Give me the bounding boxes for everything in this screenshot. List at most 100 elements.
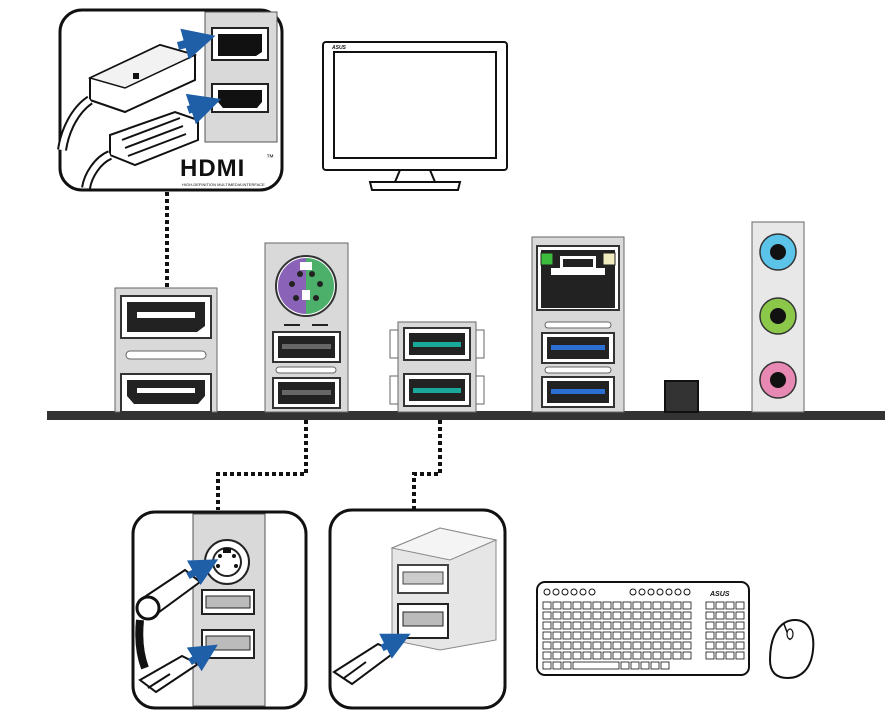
audio-line-in-jack <box>759 233 797 271</box>
keyboard-key <box>562 601 572 610</box>
keyboard-key <box>652 621 662 630</box>
io-panel-baseline <box>47 411 885 420</box>
usb31-port-top <box>403 327 471 361</box>
keyboard-key <box>572 641 582 650</box>
media-key <box>561 588 569 596</box>
callout-usb-port-top <box>201 589 255 615</box>
keyboard-key <box>662 631 672 640</box>
audio-mic-jack <box>759 361 797 399</box>
keyboard-icon: ASUS <box>536 581 750 676</box>
keyboard-key <box>632 651 642 660</box>
numpad-key <box>735 621 745 630</box>
keyboard-key <box>652 611 662 620</box>
usb31-port-bottom <box>403 373 471 407</box>
keyboard-key <box>592 651 602 660</box>
callout-displayport-port <box>211 27 269 61</box>
keyboard-key <box>682 651 692 660</box>
media-key <box>683 588 691 596</box>
keyboard-key <box>642 631 652 640</box>
keyboard-key <box>640 661 650 670</box>
numpad-key <box>725 641 735 650</box>
keyboard-key <box>572 601 582 610</box>
usb3-port-top <box>541 332 615 364</box>
keyboard-key <box>572 661 620 670</box>
keyboard-key <box>612 651 622 660</box>
keyboard-key <box>542 651 552 660</box>
keyboard-key <box>562 661 572 670</box>
keyboard-key <box>612 621 622 630</box>
media-key <box>579 588 587 596</box>
numpad-key <box>725 611 735 620</box>
keyboard-key <box>552 651 562 660</box>
callout-usb-arrow-left <box>186 644 218 672</box>
keyboard-key <box>632 621 642 630</box>
keyboard-key <box>682 631 692 640</box>
keyboard-key <box>592 621 602 630</box>
numpad-key <box>735 651 745 660</box>
keyboard-key <box>602 651 612 660</box>
usb-callout-connector <box>412 420 442 510</box>
keyboard-key <box>662 611 672 620</box>
usb3-port-bottom <box>541 376 615 408</box>
callout-dp-arrow <box>176 28 216 60</box>
numpad-key <box>715 641 725 650</box>
keyboard-key <box>592 611 602 620</box>
keyboard-key <box>552 631 562 640</box>
keyboard-key <box>622 631 632 640</box>
media-key <box>647 588 655 596</box>
keyboard-key <box>652 641 662 650</box>
keyboard-key <box>602 601 612 610</box>
keyboard-key <box>642 651 652 660</box>
keyboard-key <box>682 601 692 610</box>
ps2-usb-callout <box>131 510 308 710</box>
keyboard-key <box>552 611 562 620</box>
displayport-hdmi-module <box>114 287 218 413</box>
keyboard-key <box>672 601 682 610</box>
keyboard-key <box>552 621 562 630</box>
keyboard-key <box>672 611 682 620</box>
keyboard-key <box>562 611 572 620</box>
optical-spdif-port <box>664 380 699 413</box>
media-key <box>570 588 578 596</box>
keyboard-key <box>542 661 552 670</box>
keyboard-key <box>542 601 552 610</box>
keyboard-key <box>662 651 672 660</box>
keyboard-key <box>652 601 662 610</box>
hdmi-callout: HDMI ™ HIGH-DEFINITION MULTIMEDIA INTERF… <box>57 8 284 192</box>
keyboard-key <box>682 641 692 650</box>
numpad-key <box>725 601 735 610</box>
media-key <box>656 588 664 596</box>
keyboard-key <box>572 611 582 620</box>
keyboard-key <box>582 621 592 630</box>
keyboard-key <box>592 631 602 640</box>
keyboard-key <box>582 651 592 660</box>
keyboard-key <box>582 641 592 650</box>
keyboard-key <box>612 641 622 650</box>
media-key <box>543 588 551 596</box>
keyboard-keys <box>542 601 745 670</box>
keyboard-key <box>632 631 642 640</box>
audio-jacks-module <box>751 221 805 413</box>
keyboard-key <box>622 621 632 630</box>
keyboard-key <box>672 631 682 640</box>
audio-line-out-jack <box>759 297 797 335</box>
keyboard-key <box>662 621 672 630</box>
keyboard-key <box>552 641 562 650</box>
numpad-key <box>725 631 735 640</box>
keyboard-key <box>572 631 582 640</box>
numpad-key <box>715 611 725 620</box>
keyboard-key <box>582 631 592 640</box>
media-key <box>552 588 560 596</box>
keyboard-key <box>542 611 552 620</box>
keyboard-key <box>682 621 692 630</box>
hdmi-trademark: ™ <box>266 153 274 162</box>
numpad-key <box>715 651 725 660</box>
keyboard-key <box>662 601 672 610</box>
hdmi-logo-text: HDMI <box>180 155 245 182</box>
numpad-key <box>725 621 735 630</box>
keyboard-key <box>602 611 612 620</box>
monitor-icon: ASUS <box>322 41 508 191</box>
media-key <box>629 588 637 596</box>
keyboard-key <box>642 621 652 630</box>
keyboard-key <box>592 601 602 610</box>
